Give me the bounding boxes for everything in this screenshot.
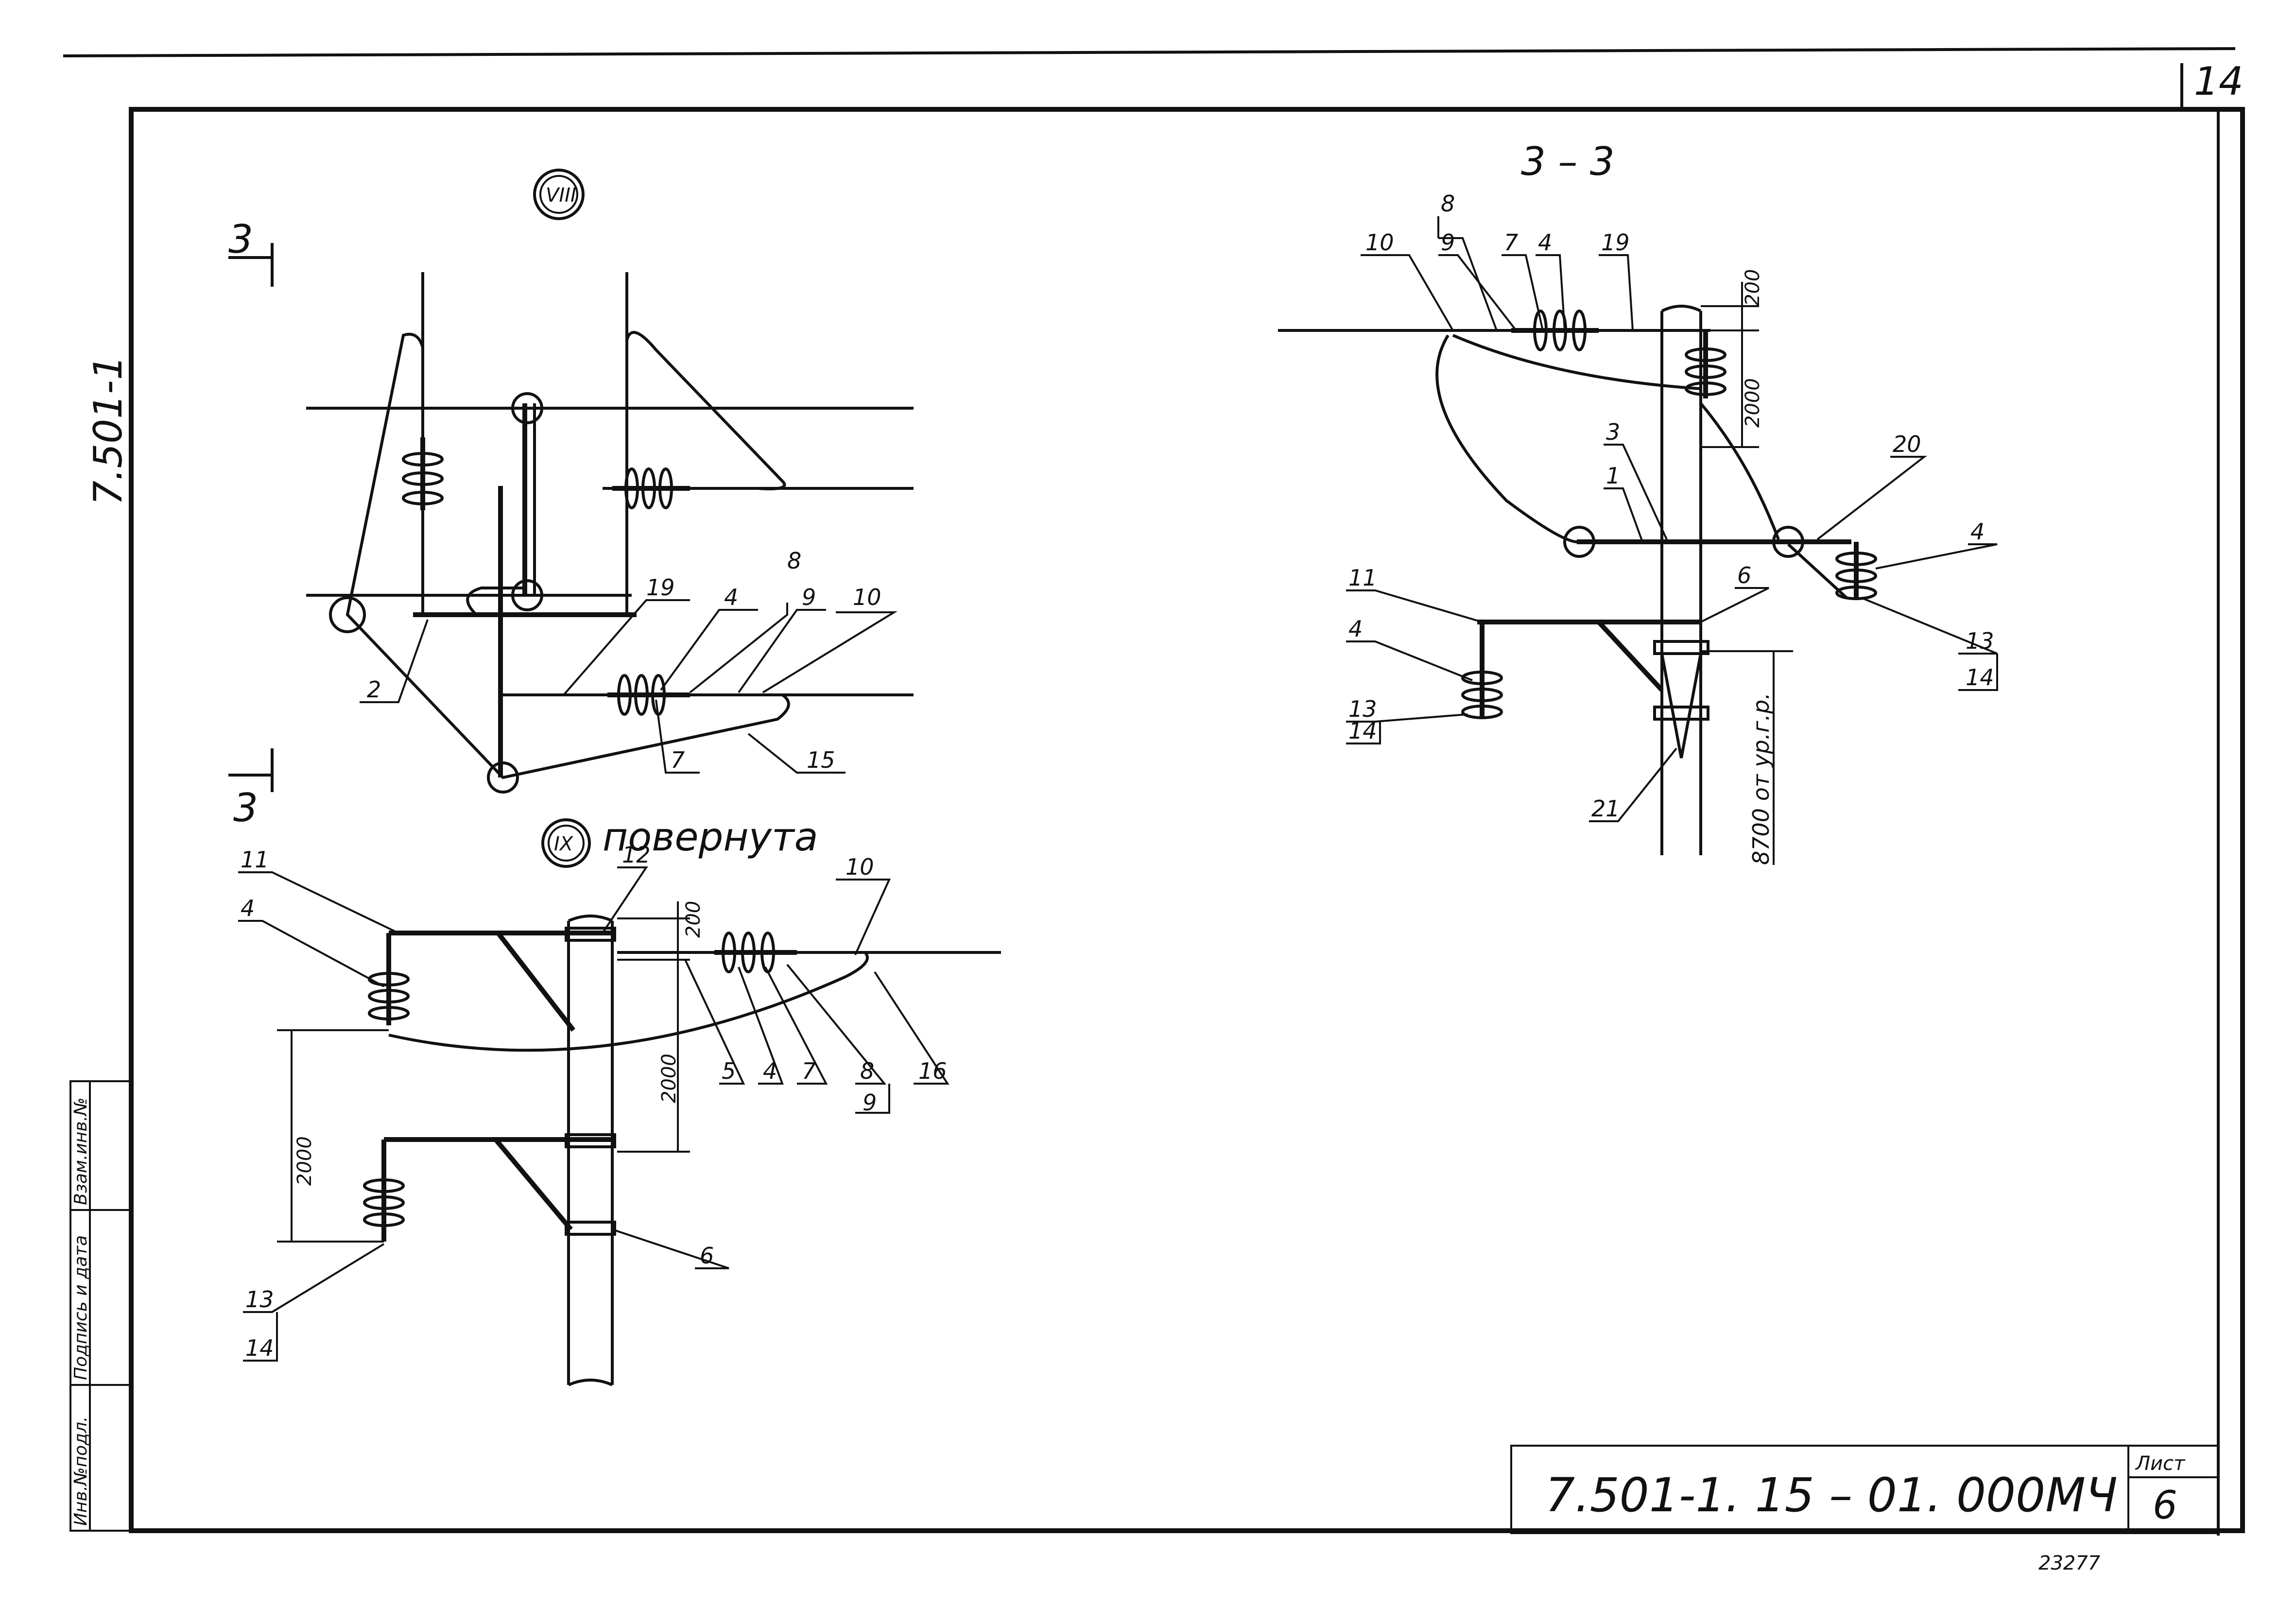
page-number: 14 (2194, 59, 2244, 104)
section-label-19: 19 (1601, 229, 1630, 256)
sheet-label: Лист (2135, 1452, 2186, 1475)
view-ix-label-10: 10 (846, 854, 874, 880)
section-label-1: 1 (1606, 463, 1620, 489)
view-ix-marker: IX (554, 833, 574, 855)
series-code-vertical: 7.501-1 (86, 355, 131, 505)
view-ix-label-7: 7 (802, 1058, 816, 1084)
view-viii-label-19: 19 (646, 574, 675, 601)
view-viii-label-9: 9 (802, 584, 816, 610)
view-ix-label-4-left: 4 (241, 895, 255, 921)
view-ix-dim-200: 200 (682, 901, 705, 938)
side-stamp: Инв.№подл. Подпись и дата Взам.инв.№ (69, 1080, 132, 1532)
section-label-4-right: 4 (1970, 518, 1985, 545)
section-label-11: 11 (1348, 565, 1377, 591)
section-label-8: 8 (1441, 190, 1455, 217)
section-mark-top: 3 (228, 217, 253, 262)
section-dim-200: 200 (1742, 269, 1764, 306)
section-insulator-top (1511, 310, 1599, 351)
insulator-string-2 (612, 467, 690, 509)
view-ix-label-6: 6 (700, 1243, 714, 1269)
section-label-4-left: 4 (1348, 616, 1363, 642)
insulator-string-3 (607, 674, 690, 716)
section-height-note: 8700 от ур.г.р. (1748, 692, 1774, 865)
side-stamp-col2: Подпись и дата (71, 1235, 91, 1380)
view-ix-label-14: 14 (245, 1335, 274, 1361)
side-stamp-col1: Инв.№подл. (71, 1417, 91, 1526)
view-ix-label-4: 4 (763, 1058, 777, 1084)
view-ix-label-13: 13 (245, 1286, 274, 1313)
insulator-ix-upper (368, 933, 410, 1025)
section-label-9: 9 (1441, 229, 1455, 256)
view-ix-label-5: 5 (722, 1058, 736, 1084)
insulator-ix-lower (363, 1140, 405, 1242)
section-label-20: 20 (1893, 431, 1921, 457)
view-ix-label-9: 9 (863, 1089, 877, 1116)
section-insulator-left (1461, 622, 1503, 719)
section-mark-bottom: 3 (233, 785, 258, 830)
view-ix-label-12: 12 (622, 842, 651, 868)
section-label-6: 6 (1737, 562, 1751, 588)
view-viii-marker: VIII (546, 184, 576, 207)
section-label-3: 3 (1606, 419, 1620, 445)
section-insulator-right (1835, 542, 1877, 600)
section-33-title: 3 – 3 (1521, 139, 1615, 184)
archive-stamp: 23277 (2038, 1552, 2101, 1574)
insulator-string-1 (402, 437, 444, 510)
sheet-frame (63, 47, 2245, 1536)
title-block: 7.501-1. 15 – 01. 000МЧ Лист 6 23277 (1510, 1445, 2219, 1574)
view-viii-label-10: 10 (853, 584, 881, 610)
view-ix-caption: повернута (603, 814, 818, 860)
section-label-13-right: 13 (1966, 628, 1994, 654)
view-ix-label-8: 8 (860, 1058, 874, 1084)
section-label-21: 21 (1591, 795, 1620, 822)
section-label-10: 10 (1365, 229, 1394, 256)
section-3-3: 3 – 3 (1278, 139, 1998, 865)
side-stamp-col3: Взам.инв.№ (71, 1097, 91, 1205)
section-label-4-top: 4 (1538, 229, 1552, 256)
view-viii-label-15: 15 (807, 747, 835, 773)
section-label-7: 7 (1504, 229, 1518, 256)
view-viii-label-4: 4 (724, 584, 738, 610)
view-ix: IX повернута (238, 814, 1001, 1386)
document-code: 7.501-1. 15 – 01. 000МЧ (1545, 1468, 2118, 1522)
view-ix-dim-2000-left: 2000 (293, 1136, 316, 1186)
section-label-14-right: 14 (1966, 664, 1994, 691)
section-label-14-left: 14 (1348, 718, 1377, 744)
view-viii-label-7: 7 (671, 747, 685, 773)
view-ix-label-11: 11 (241, 847, 269, 873)
view-ix-dim-2000-right: 2000 (658, 1054, 680, 1103)
view-ix-label-16: 16 (918, 1058, 947, 1084)
svg-text:7.501-1: 7.501-1 (86, 355, 131, 505)
insulator-ix-string (714, 932, 797, 973)
view-viii-label-2: 2 (367, 676, 381, 703)
section-dim-2000: 2000 (1742, 378, 1764, 428)
section-label-13-left: 13 (1348, 696, 1377, 722)
view-viii: VIII 3 3 (228, 169, 914, 830)
sheet-number: 6 (2153, 1483, 2177, 1528)
view-viii-label-8: 8 (787, 548, 801, 574)
